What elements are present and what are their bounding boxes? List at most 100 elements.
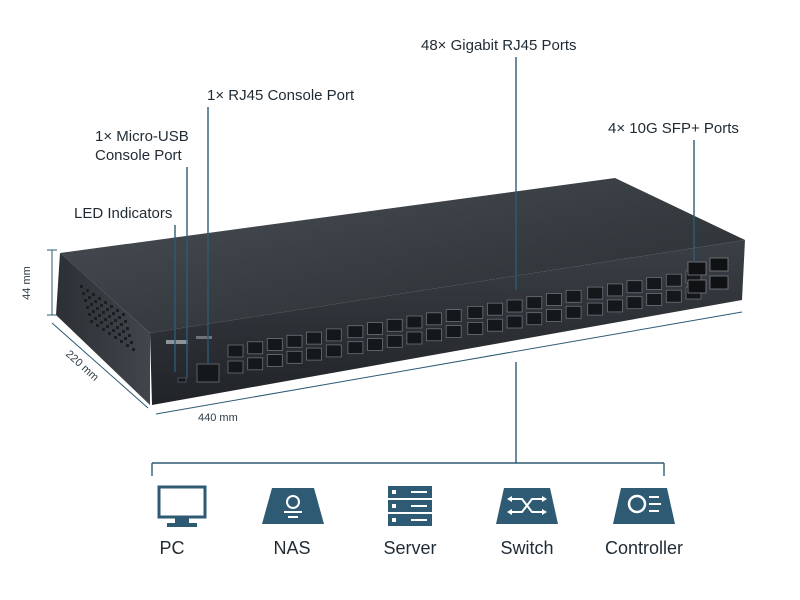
- rj45-port: [487, 302, 503, 316]
- vent-hole: [94, 300, 97, 303]
- micro-usb-label-line2: Console Port: [95, 147, 182, 164]
- controller-icon: [609, 484, 679, 530]
- rj45-port: [445, 325, 462, 339]
- rj45-port: [526, 296, 543, 310]
- rj45-port: [266, 338, 283, 352]
- vent-hole: [102, 311, 105, 314]
- vent-hole: [80, 285, 83, 288]
- vent-hole: [122, 330, 125, 333]
- rj45-port: [506, 299, 523, 313]
- rj45-console-port: [196, 363, 220, 383]
- rj45-port: [646, 292, 663, 306]
- vent-hole: [116, 326, 119, 329]
- vent-hole: [88, 296, 91, 299]
- side-vents: [80, 285, 135, 351]
- rj45-port: [467, 305, 484, 319]
- rj45-port: [587, 302, 604, 316]
- vent-hole: [110, 305, 113, 308]
- vent-hole: [96, 307, 99, 310]
- rj45-port: [306, 331, 323, 345]
- vent-hole: [106, 325, 109, 328]
- device-label-pc: PC: [159, 538, 185, 558]
- vent-hole: [126, 327, 129, 330]
- vent-hole: [92, 293, 95, 296]
- vent-hole: [86, 289, 89, 292]
- rj45-port: [607, 283, 623, 297]
- vent-hole: [92, 310, 95, 313]
- vent-hole: [114, 319, 117, 322]
- rj45-port: [467, 321, 484, 335]
- sfp-port: [687, 261, 707, 276]
- rj45-port: [247, 357, 264, 371]
- vent-hole: [128, 334, 131, 337]
- rj45-port: [247, 341, 264, 355]
- vent-hole: [116, 309, 119, 312]
- vent-hole: [104, 301, 107, 304]
- vent-hole: [114, 336, 117, 339]
- sfp-ports-label: 4× 10G SFP+ Ports: [608, 120, 739, 137]
- model-label: [196, 336, 212, 339]
- vent-hole: [104, 318, 107, 321]
- switch-icon: [492, 484, 562, 530]
- gigabit-ports-label: 48× Gigabit RJ45 Ports: [421, 37, 577, 54]
- vent-hole: [112, 329, 115, 332]
- device-label-controller: Controller: [604, 538, 684, 558]
- vent-hole: [124, 320, 127, 323]
- rj45-port: [426, 312, 442, 326]
- rj45-port-array: [227, 270, 702, 374]
- vent-hole: [108, 332, 111, 335]
- vent-hole: [106, 308, 109, 311]
- vent-hole: [108, 315, 111, 318]
- server-icon: [375, 484, 445, 530]
- vent-hole: [90, 320, 93, 323]
- micro-usb-port: [177, 377, 187, 383]
- width-dimension-label: 440 mm: [198, 412, 238, 424]
- rj45-port: [286, 334, 303, 348]
- sfp-port: [709, 257, 729, 272]
- vent-hole: [118, 333, 121, 336]
- rj45-port: [607, 299, 623, 313]
- vent-hole: [90, 303, 93, 306]
- rj45-port: [626, 280, 643, 294]
- sfp-port: [687, 279, 707, 294]
- vent-hole: [130, 341, 133, 344]
- vent-hole: [82, 292, 85, 295]
- rj45-port: [325, 328, 342, 342]
- rj45-port: [367, 338, 384, 351]
- rj45-port: [546, 309, 562, 322]
- rj45-port: [325, 344, 342, 358]
- vent-hole: [120, 323, 123, 326]
- device-label-server: Server: [383, 538, 437, 558]
- rj45-port: [367, 322, 384, 335]
- micro-usb-label-line1: 1× Micro-USB: [95, 128, 189, 145]
- vent-hole: [84, 299, 87, 302]
- callout-lines: [151, 57, 695, 476]
- vent-hole: [96, 324, 99, 327]
- chassis-front-face: [150, 240, 745, 405]
- nas-icon: [258, 484, 328, 530]
- rj45-port: [587, 286, 604, 300]
- rj45-port: [426, 328, 442, 342]
- monitor-icon: [147, 484, 217, 530]
- height-dimension-label: 44 mm: [20, 266, 33, 300]
- rj45-port: [487, 318, 503, 332]
- rj45-port: [626, 296, 643, 310]
- device-label-nas: NAS: [273, 538, 311, 558]
- rj45-port: [227, 344, 244, 358]
- rj45-port: [526, 312, 543, 326]
- led-indicators-label: LED Indicators: [74, 205, 173, 222]
- vent-hole: [100, 321, 103, 324]
- rj45-port: [506, 315, 523, 329]
- brand-logo: [166, 340, 188, 344]
- vent-hole: [88, 313, 91, 316]
- rj45-port: [665, 273, 682, 287]
- rj45-port: [306, 347, 323, 361]
- rj45-port: [227, 360, 244, 374]
- device-label-switch: Switch: [500, 538, 554, 558]
- rj45-port: [347, 325, 364, 339]
- sfp-port-array: [687, 257, 729, 294]
- vent-hole: [118, 316, 121, 319]
- rj45-console-label: 1× RJ45 Console Port: [207, 87, 355, 104]
- vent-hole: [110, 322, 113, 325]
